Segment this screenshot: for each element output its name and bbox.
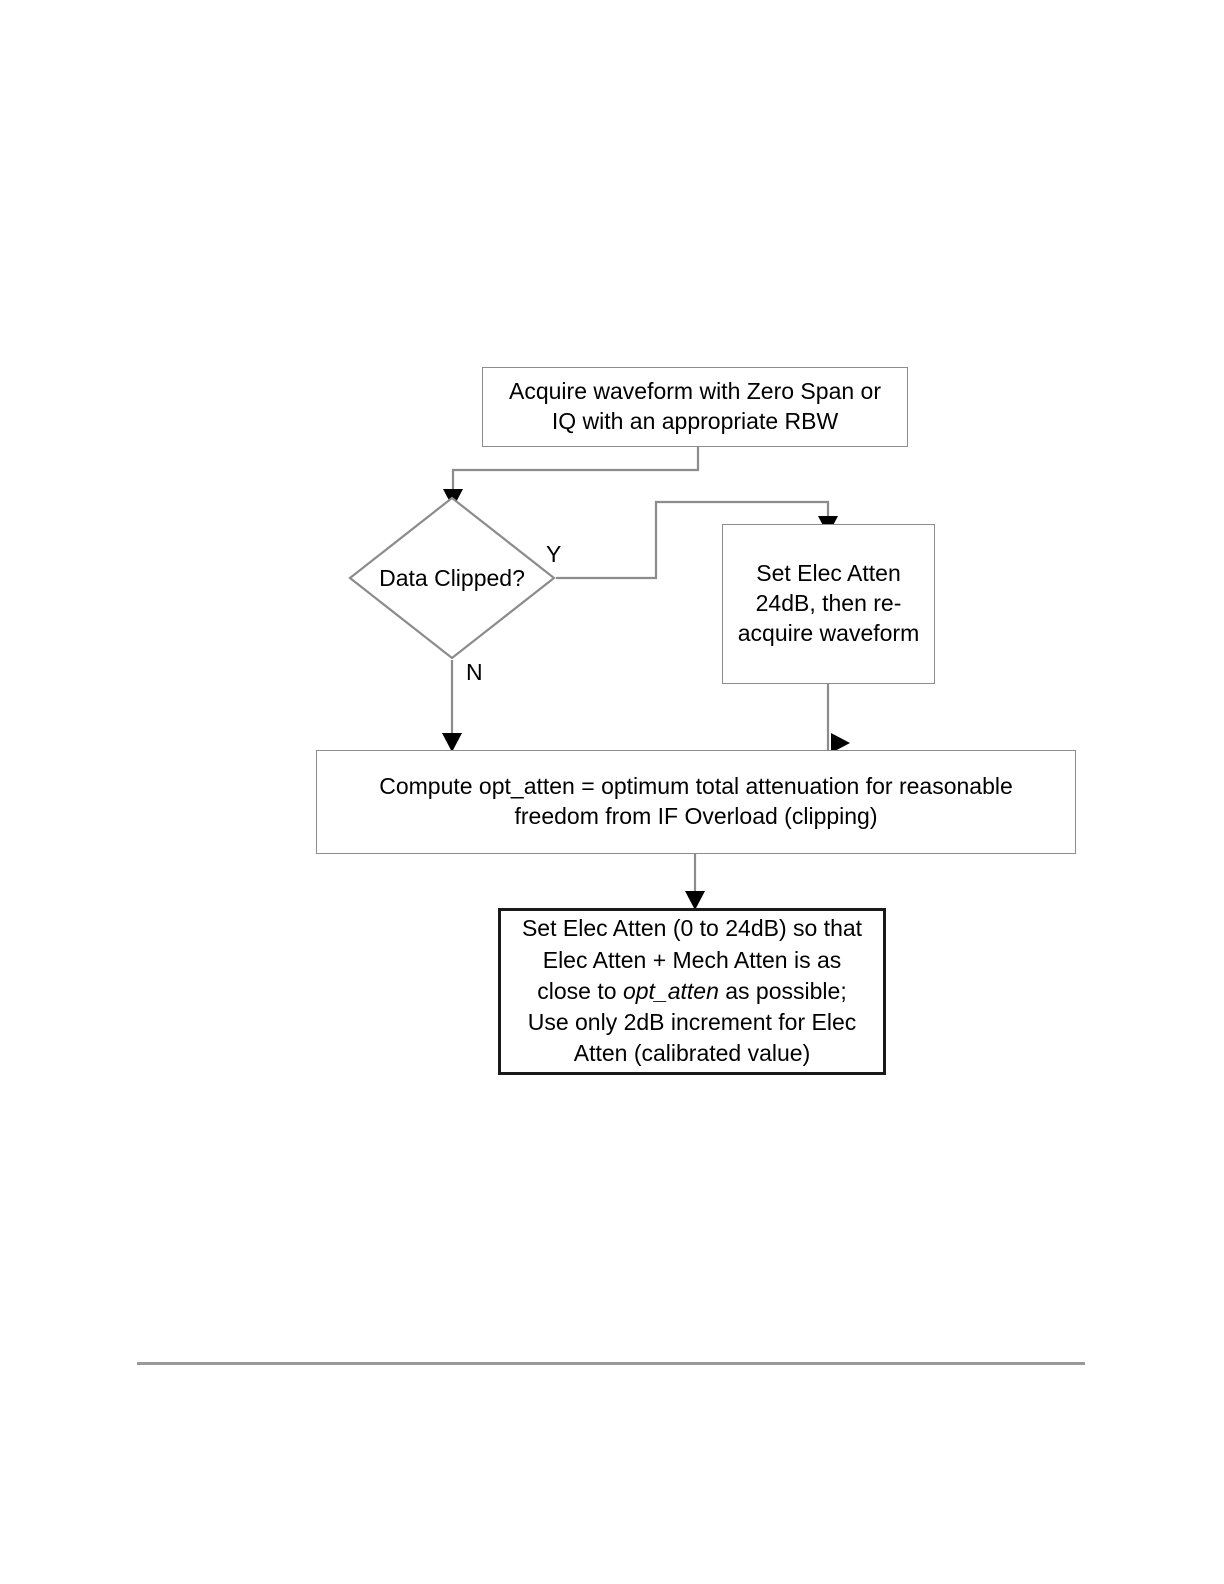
edge-set-atten-24-to-compute	[826, 684, 850, 753]
node-set-atten-final-line3-emphasis: opt_atten	[622, 977, 719, 1004]
node-decision-label: Data Clipped?	[379, 564, 525, 591]
footer-divider	[137, 1362, 1085, 1365]
node-set-atten-final-line5: Atten (calibrated value)	[573, 1040, 811, 1067]
node-set-atten-24-line1: Set Elec Atten	[756, 560, 901, 587]
edge-compute-to-set-atten-final	[685, 854, 705, 910]
edge-decision-no-to-compute	[442, 660, 462, 752]
node-set-atten-final-line1: Set Elec Atten (0 to 24dB) so that	[521, 915, 863, 942]
node-set-atten-24-text: Set Elec Atten 24dB, then re-acquire wave…	[723, 559, 934, 649]
node-set-atten-24-line2: 24dB, then re-	[755, 590, 902, 617]
node-acquire-waveform[interactable]: Acquire waveform with Zero Span or IQ wit…	[482, 367, 908, 447]
branch-label-yes: Y	[546, 541, 562, 567]
node-compute-line2: freedom from IF Overload (clipping)	[514, 803, 878, 829]
node-acquire-text: Acquire waveform with Zero Span or IQ wit…	[483, 377, 907, 437]
branch-label-no: N	[466, 659, 483, 685]
node-set-atten-final-line2: Elec Atten + Mech Atten is as	[542, 946, 842, 973]
node-set-atten-final-line4: Use only 2dB increment for Elec	[527, 1009, 857, 1036]
node-acquire-line1: Acquire waveform with Zero Span or	[509, 378, 881, 405]
node-compute-opt-atten[interactable]: Compute opt_atten = optimum total attenu…	[316, 750, 1076, 854]
node-compute-text: Compute opt_atten = optimum total attenu…	[317, 772, 1075, 832]
node-set-atten-final-line3-pre: close to	[537, 977, 623, 1004]
node-acquire-line2: IQ with an appropriate RBW	[551, 408, 839, 434]
node-compute-line1: Compute opt_atten = optimum total attenu…	[379, 773, 1013, 800]
node-set-atten-24-line3: acquire waveform	[737, 619, 920, 646]
node-set-atten-final-line3-post: as possible;	[718, 977, 847, 1004]
node-data-clipped-decision[interactable]: Data Clipped?	[348, 496, 556, 660]
node-set-elec-atten-24db[interactable]: Set Elec Atten 24dB, then re-acquire wave…	[722, 524, 935, 684]
diamond-shape	[348, 496, 556, 660]
